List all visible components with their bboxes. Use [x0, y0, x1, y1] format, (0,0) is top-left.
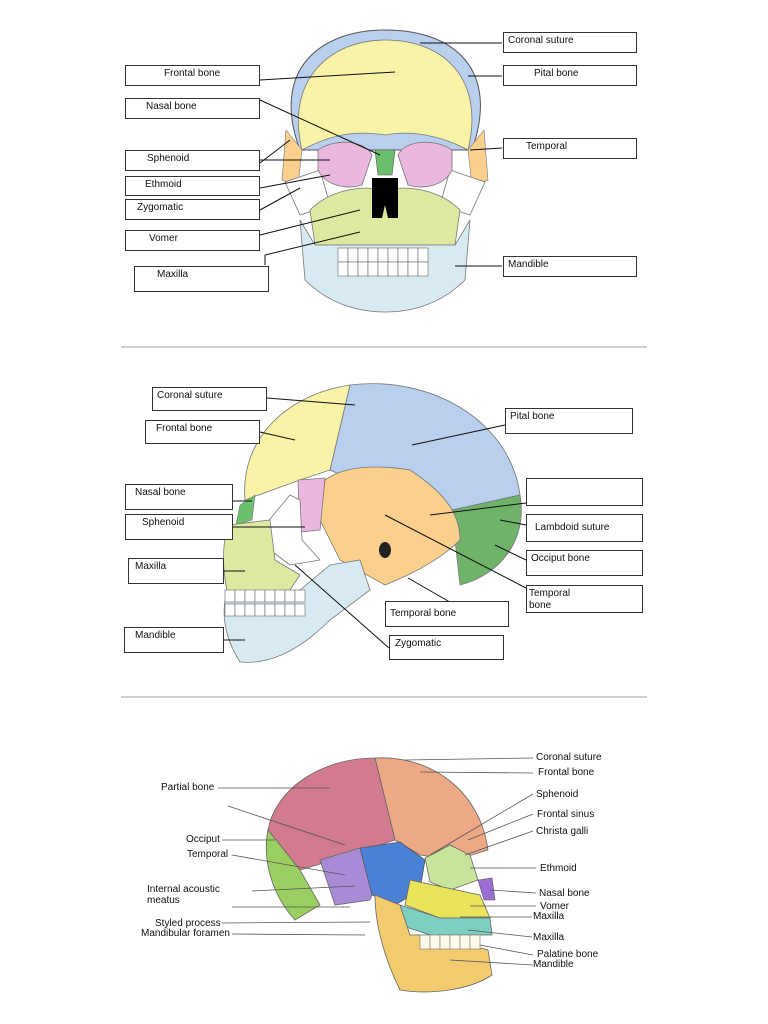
front-label-zygomatic: Zygomatic: [125, 199, 260, 220]
front-label-maxilla: Maxilla: [134, 266, 269, 292]
front-label-pital-bone: Pital bone: [503, 65, 637, 86]
front-label-vomer: Vomer: [125, 230, 260, 251]
sag-label-coronal-suture: Coronal suture: [536, 752, 602, 763]
sag-label-maxilla-2: Maxilla: [533, 932, 565, 943]
front-label-temporal: Temporal: [503, 138, 637, 159]
sag-label-maxilla-1: Maxilla: [533, 911, 565, 922]
front-leader-lines: [259, 42, 503, 267]
sag-label-sphenoid: Sphenoid: [536, 789, 579, 800]
sag-label-vomer: Vomer: [540, 901, 569, 912]
side-label-pital-bone: Pital bone: [505, 408, 633, 434]
sag-label-christa-galli: Christa galli: [536, 826, 589, 837]
side-teeth: [224, 589, 306, 617]
sag-nasal-tip: [477, 877, 496, 901]
sag-label-occiput: Occiput: [186, 834, 220, 845]
sag-label-partial-bone: Partial bone: [161, 782, 215, 793]
side-label-coronal-suture: Coronal suture: [152, 387, 267, 411]
side-frontal-bone: [244, 384, 351, 501]
front-nasal-cavity: [372, 178, 398, 218]
side-label-maxilla: Maxilla: [128, 558, 224, 584]
front-skull-illustration: [259, 29, 503, 313]
side-label-occiput-bone: Occiput bone: [526, 550, 643, 576]
sag-label-nasal-bone: Nasal bone: [539, 888, 590, 899]
sag-label-palatine-bone: Palatine bone: [537, 949, 599, 960]
side-nasal-bone: [235, 494, 256, 526]
front-label-nasal-bone: Nasal bone: [125, 98, 260, 119]
side-label-zygomatic: Zygomatic: [389, 635, 504, 660]
side-label-blank: [526, 478, 643, 506]
side-skull-illustration: [223, 383, 527, 663]
sag-label-mandibular-foramen: Mandibular foramen: [141, 928, 230, 939]
sag-label-mandible: Mandible: [533, 959, 574, 970]
sag-label-internal-acoustic-line1: Internal acoustic: [147, 884, 220, 895]
side-label-sphenoid: Sphenoid: [125, 514, 233, 540]
side-ear-canal: [379, 542, 391, 558]
front-frontal-bone: [297, 39, 473, 151]
side-label-nasal-bone: Nasal bone: [125, 484, 233, 510]
sag-leader-lines: [218, 757, 537, 966]
front-label-ethmoid: Ethmoid: [125, 176, 260, 196]
front-label-mandible: Mandible: [503, 256, 637, 277]
sag-label-styled-process: Styled process: [155, 918, 221, 929]
front-label-frontal-bone: Frontal bone: [125, 65, 260, 86]
side-label-temporal-bone-right: Temporal bone: [526, 585, 643, 613]
side-label-lambdoid-suture: Lambdoid suture: [526, 514, 643, 542]
sag-teeth: [419, 934, 481, 950]
front-label-coronal-suture: Coronal suture: [503, 32, 637, 53]
side-label-temporal-bone-right-line1: Temporal: [529, 588, 571, 599]
sag-label-frontal-bone: Frontal bone: [538, 767, 595, 778]
sag-label-internal-acoustic-meatus: Internal acoustic meatus: [147, 884, 220, 906]
side-leader-lines: [224, 397, 527, 649]
front-orbit-left: [317, 141, 373, 188]
divider-1: [121, 346, 647, 348]
front-orbit-right: [397, 141, 453, 188]
side-label-temporal-bone: Temporal bone: [385, 601, 509, 627]
side-label-temporal-bone-right-line2: bone: [529, 600, 552, 611]
front-teeth: [337, 247, 429, 277]
side-label-mandible: Mandible: [124, 627, 224, 653]
sag-label-temporal: Temporal: [187, 849, 229, 860]
side-label-frontal-bone: Frontal bone: [145, 420, 260, 444]
divider-2: [121, 696, 647, 698]
front-nasal-bone: [374, 149, 396, 176]
sag-label-ethmoid: Ethmoid: [540, 863, 577, 874]
front-label-sphenoid: Sphenoid: [125, 150, 260, 171]
sag-label-frontal-sinus: Frontal sinus: [537, 809, 595, 820]
sag-label-internal-acoustic-line2: meatus: [147, 895, 180, 906]
